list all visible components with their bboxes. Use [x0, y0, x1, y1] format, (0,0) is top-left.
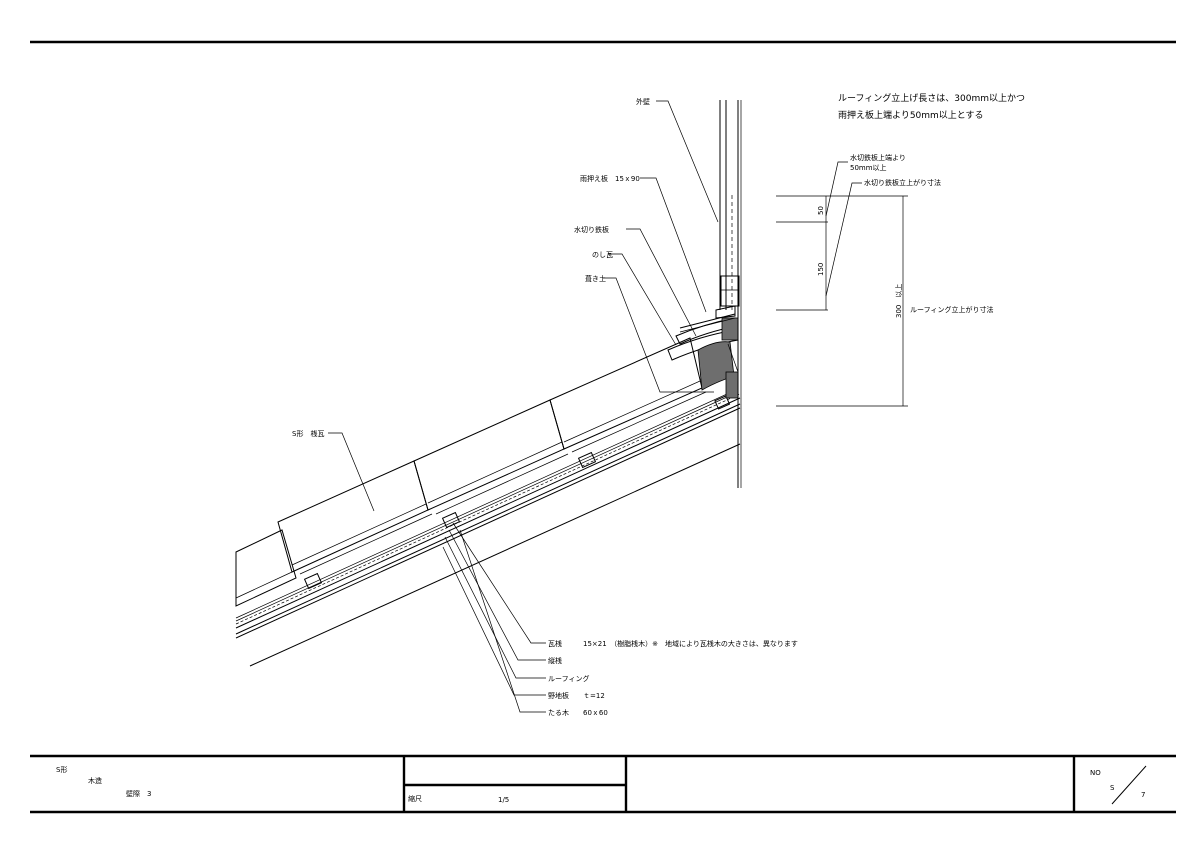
counter-battens [235, 388, 739, 622]
label-apron-board: 雨押え板 15ｘ90 [580, 174, 640, 183]
note-line-1: ルーフィング立上げ長さは、300mm以上かつ [838, 92, 1025, 104]
note-line-2: 雨押え板上端より50mm以上とする [838, 109, 984, 121]
scale-value: 1/5 [498, 796, 509, 804]
apron-board [720, 275, 740, 307]
label-kawarazan: 瓦桟 15×21 （樹脂桟木）※ 地域により瓦桟木の大きさは、異なります [548, 639, 798, 648]
dimension-lines [776, 161, 908, 407]
roof-tile [277, 460, 429, 573]
dim-roofing-rise: ルーフィング立上がり寸法 [910, 305, 993, 314]
dim-300: 300 以上 [894, 284, 903, 318]
dim-note-a1: 水切鉄板上端より [850, 153, 906, 162]
tile-batten [577, 451, 597, 469]
label-bedding: 葺き土 [585, 274, 606, 283]
label-outer-wall: 外壁 [636, 97, 650, 106]
label-sheathing: 野地板 ｔ=12 [548, 691, 605, 700]
title-block: S形 木造 壁際 3 縮尺 1/5 NO S 7 [30, 754, 1176, 814]
dim-150: 150 [817, 263, 825, 276]
bedding-mortar [721, 317, 739, 341]
roof-tile-row [235, 337, 731, 607]
rafter [235, 407, 741, 667]
slash-divider [1111, 765, 1147, 805]
label-rafter: たる木 60ｘ60 [548, 708, 608, 717]
ridge-noshi-detail [667, 317, 739, 399]
label-flashing: 水切り鉄板 [574, 225, 609, 234]
title-line-2: 木造 [88, 776, 102, 785]
label-tile: S形 桟瓦 [292, 429, 324, 438]
label-noshi: のし瓦 [592, 251, 613, 259]
title-line-1: S形 [56, 766, 67, 774]
tile-batten [303, 572, 323, 590]
roof-tile [413, 399, 565, 511]
roof-tile [235, 529, 297, 607]
tile-batten [714, 395, 731, 410]
text-layer: ルーフィング立上げ長さは、300mm以上かつ 雨押え板上端より50mm以上とする… [292, 92, 1025, 717]
roof-tile [549, 337, 703, 450]
tile-batten [441, 511, 461, 529]
bedding-mortar [725, 371, 739, 399]
title-line-3: 壁際 3 [126, 789, 151, 798]
sheet-number: 7 [1141, 791, 1145, 799]
scale-label: 縮尺 [408, 794, 422, 803]
sheathing-board [235, 397, 741, 635]
series-label: S [1110, 784, 1115, 792]
dim-note-b: 水切り鉄板立上がり寸法 [864, 178, 941, 187]
leader-lines [328, 100, 719, 713]
label-tatezan: 縦桟 [548, 656, 562, 665]
outer-wall [719, 100, 742, 488]
dim-note-a2: 50mm以上 [850, 163, 887, 172]
roofing-layer [235, 393, 741, 625]
label-roofing: ルーフィング [548, 674, 589, 683]
flashing-plate [679, 305, 736, 333]
no-label: NO [1090, 769, 1101, 777]
dim-50: 50 [817, 206, 825, 215]
section-drawing [235, 100, 742, 667]
